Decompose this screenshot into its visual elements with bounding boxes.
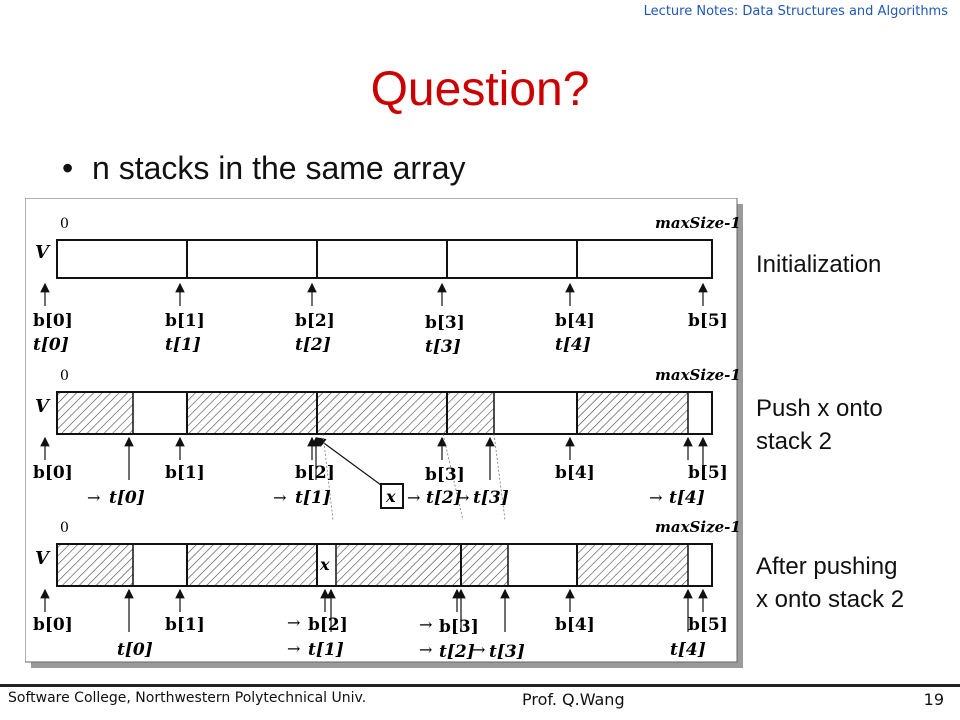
slide-title: Question? [370, 63, 590, 116]
caption-line: stack 2 [756, 428, 833, 455]
t-label: t[2] [295, 335, 331, 355]
bullet-point: • n stacks in the same array [62, 150, 465, 187]
origin-label: 0 [60, 368, 69, 384]
arrow-glyph: → [407, 488, 420, 507]
b-label: b[2] [295, 463, 335, 483]
stack-fill [188, 393, 317, 433]
arrow-glyph: → [419, 640, 432, 659]
page-number: 19 [923, 690, 944, 709]
arrow-glyph: → [87, 488, 100, 507]
arrow-glyph: → [472, 640, 485, 659]
t-label: t[3] [473, 488, 509, 508]
t-label: t[0] [109, 488, 145, 508]
stack-fill [58, 393, 133, 433]
caption-after-push: After pushing x onto stack 2 [756, 550, 904, 616]
pushed-item: x [319, 555, 330, 574]
arrow-glyph: → [287, 613, 300, 632]
t-label: t[4] [670, 640, 706, 660]
b-label: b[5] [688, 615, 728, 635]
footer-divider [0, 684, 960, 687]
t-label: t[4] [555, 335, 591, 355]
panel-push: 0 maxSize-1 V b[0] b[1] b[2] b[3] b [33, 366, 741, 521]
stack-fill [448, 393, 494, 433]
arrow-glyph: → [287, 639, 300, 658]
footer-author: Prof. Q.Wang [522, 690, 625, 709]
b-label: b[5] [688, 311, 728, 331]
panel-after-push: 0 maxSize-1 V x b[0] b[1] → b[2] → b[ [33, 518, 741, 662]
b-label: b[0] [33, 463, 73, 483]
end-label: maxSize-1 [655, 214, 741, 232]
arrow-glyph: → [456, 488, 469, 507]
t-label: t[2] [426, 488, 462, 508]
b-label: b[1] [165, 615, 205, 635]
array-label: V [35, 548, 51, 569]
b-label: b[4] [555, 463, 595, 483]
pushed-item: x [385, 487, 396, 506]
panel-initialization: 0 maxSize-1 V b[0] b[1] b[2] b[3] b[4] b… [33, 214, 741, 357]
course-note: Lecture Notes: Data Structures and Algor… [643, 4, 948, 19]
stack-fill [578, 393, 688, 433]
t-label: t[0] [117, 640, 153, 660]
b-label: b[1] [165, 463, 205, 483]
array-v [56, 239, 713, 279]
b-label: b[3] [425, 313, 465, 333]
b-label: b[5] [688, 463, 728, 483]
arrow-glyph: → [649, 488, 662, 507]
array-label: V [35, 242, 51, 263]
b-label: b[3] [425, 465, 465, 485]
caption-line: x onto stack 2 [756, 586, 905, 613]
bullet-text: n stacks in the same array [92, 150, 466, 186]
t-label: t[1] [295, 488, 331, 508]
caption-line: Push x onto [756, 395, 883, 422]
b-label: b[1] [165, 311, 205, 331]
origin-label: 0 [60, 216, 69, 232]
array-label: V [35, 396, 51, 417]
t-label: t[4] [669, 488, 705, 508]
end-label: maxSize-1 [655, 366, 741, 384]
arrow-glyph: → [419, 615, 432, 634]
stack-fill [318, 393, 446, 433]
footer-institution: Software College, Northwestern Polytechn… [8, 690, 367, 706]
t-label: t[1] [165, 335, 201, 355]
pushed-item-box [380, 483, 404, 509]
b-label: b[2] [295, 311, 335, 331]
b-label: b[0] [33, 615, 73, 635]
caption-initialization: Initialization [756, 248, 881, 281]
b-label: b[3] [439, 617, 479, 637]
b-label: b[2] [308, 615, 348, 635]
stack-diagram-figure: 0 maxSize-1 V b[0] b[1] b[2] b[3] b[4] b… [25, 198, 743, 668]
t-label: t[3] [425, 337, 461, 357]
t-label: t[0] [33, 335, 69, 355]
b-label: b[4] [555, 311, 595, 331]
b-label: b[0] [33, 311, 73, 331]
bullet-dot-icon: • [62, 150, 74, 186]
caption-text: Initialization [756, 251, 882, 278]
t-label: t[1] [308, 640, 344, 660]
t-label: t[3] [489, 642, 525, 662]
caption-push: Push x onto stack 2 [756, 392, 883, 458]
t-label: t[2] [439, 642, 475, 662]
end-label: maxSize-1 [655, 518, 741, 536]
arrow-glyph: → [273, 488, 286, 507]
caption-line: After pushing [756, 553, 898, 580]
origin-label: 0 [60, 520, 69, 536]
b-label: b[4] [555, 615, 595, 635]
